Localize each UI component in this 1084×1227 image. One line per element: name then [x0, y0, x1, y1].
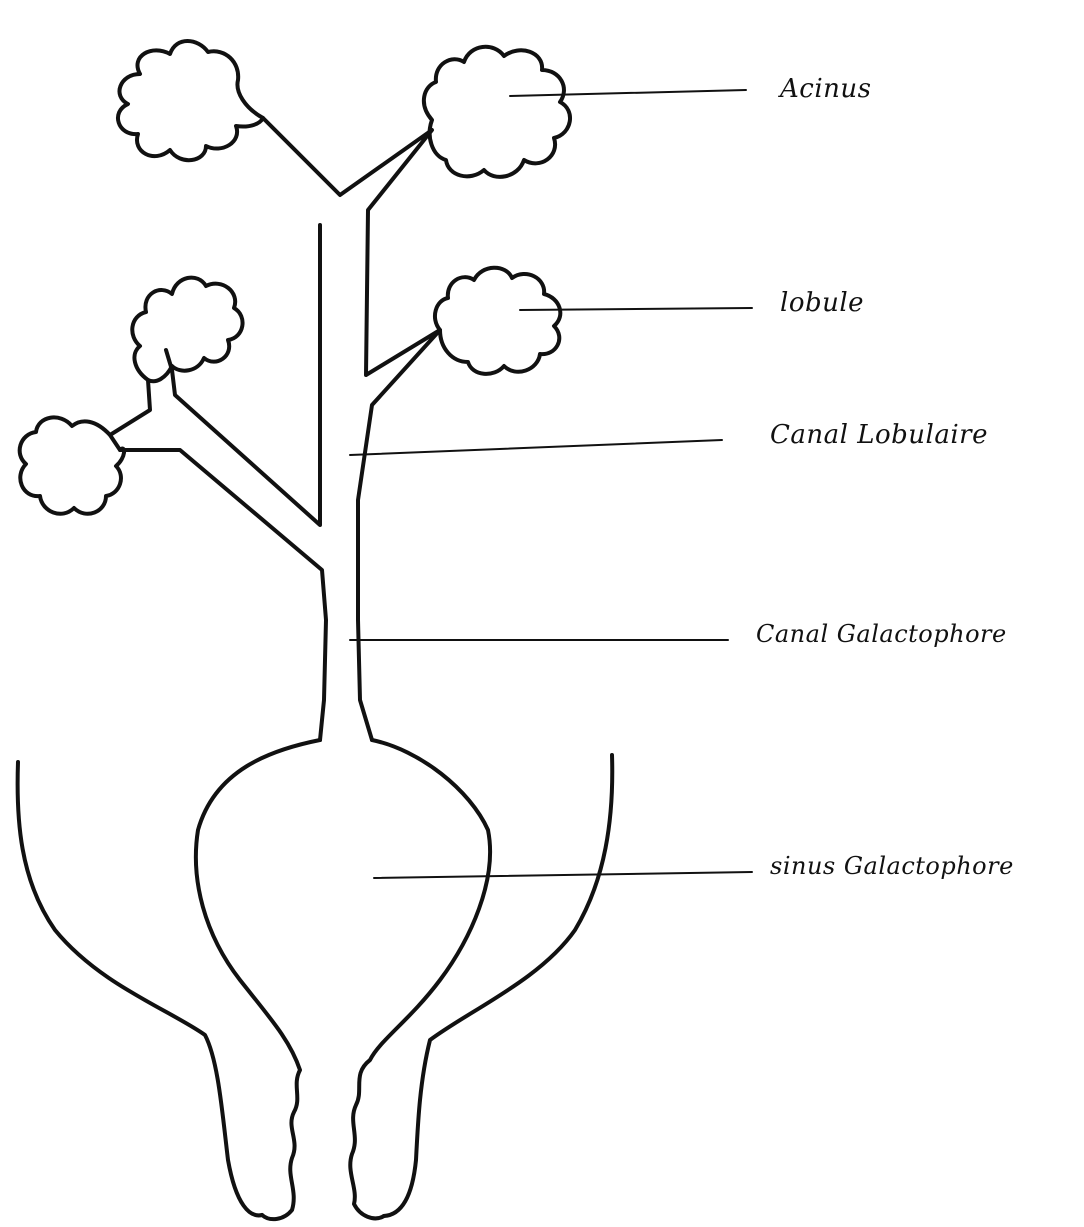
- sinus-galactophore: [196, 740, 490, 1219]
- nipple-outline-right: [384, 755, 612, 1216]
- leader-line-lobule: [520, 308, 752, 310]
- label-sinus-galactophore: sinus Galactophore: [770, 852, 1014, 880]
- nipple-outline-left: [18, 762, 262, 1215]
- acinus-upper-left: [118, 41, 263, 160]
- lobule-right: [435, 268, 560, 374]
- acinus-left-upper: [132, 278, 242, 382]
- acinus-left-lower: [20, 417, 124, 513]
- label-lobule: lobule: [780, 288, 864, 318]
- leader-line-sinus-galactophore: [374, 872, 752, 878]
- leader-line-acinus: [510, 90, 746, 96]
- acinus-upper-right: [424, 47, 570, 177]
- label-canal-lobulaire: Canal Lobulaire: [770, 420, 988, 450]
- ductal-tree-outline: [110, 118, 440, 740]
- label-acinus: Acinus: [780, 74, 872, 104]
- label-canal-galactophore: Canal Galactophore: [756, 620, 1007, 648]
- leader-line-canal-lobulaire: [350, 440, 722, 455]
